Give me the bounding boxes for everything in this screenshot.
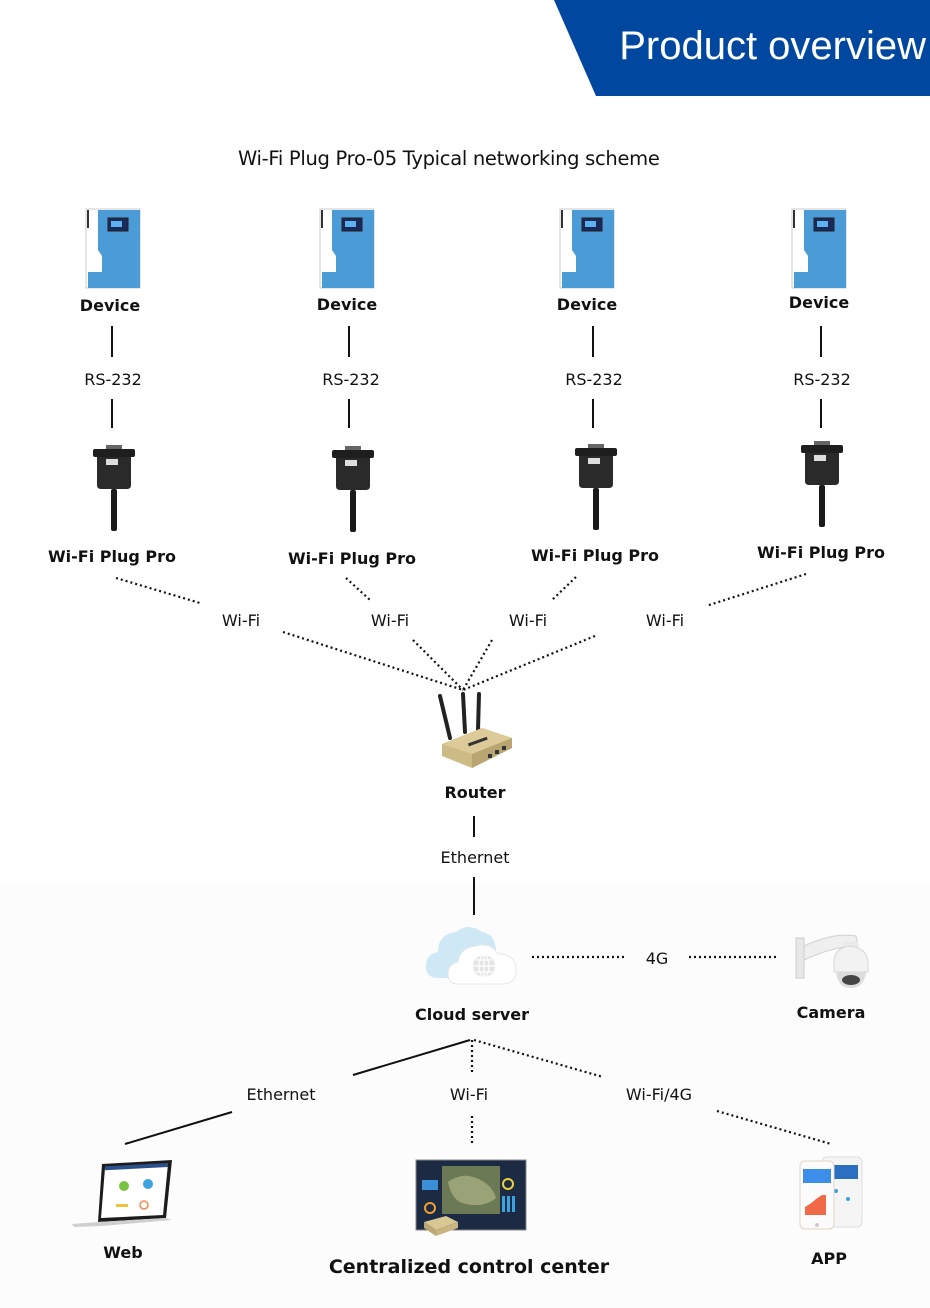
wifi-plug-pro-icon xyxy=(575,444,617,530)
wifi-label: Wi-Fi xyxy=(508,611,548,630)
ethernet-label: Ethernet xyxy=(246,1085,316,1104)
inverter-device-icon xyxy=(559,208,615,289)
wifi-label: Wi-Fi xyxy=(370,611,410,630)
inverter-device-icon xyxy=(791,208,847,289)
wifi-link xyxy=(115,576,201,605)
inverter-device-icon xyxy=(319,208,375,289)
wifi-link xyxy=(345,577,371,601)
ptz-camera-icon xyxy=(795,934,869,988)
wifi-label: Wi-Fi xyxy=(645,611,685,630)
camera-label: Camera xyxy=(796,1003,866,1022)
wifi-label: Wi-Fi xyxy=(449,1085,489,1104)
banner-shape xyxy=(554,0,930,96)
wifi-plug-label: Wi-Fi Plug Pro xyxy=(531,546,659,565)
device-label: Device xyxy=(556,295,618,314)
laptop-icon xyxy=(72,1160,172,1227)
wifi-plug-label: Wi-Fi Plug Pro xyxy=(757,543,885,562)
wifi-plug-label: Wi-Fi Plug Pro xyxy=(48,547,176,566)
router-label: Router xyxy=(444,783,506,802)
wifi-plug-label: Wi-Fi Plug Pro xyxy=(288,549,416,568)
web-label: Web xyxy=(103,1243,143,1262)
rs232-label: RS-232 xyxy=(793,370,851,389)
rs232-label: RS-232 xyxy=(322,370,380,389)
video-wall-icon xyxy=(415,1159,527,1236)
device-label: Device xyxy=(79,296,141,315)
wifi-link xyxy=(462,639,493,691)
wifi-4g-link xyxy=(473,1038,604,1079)
wifi-label: Wi-Fi xyxy=(221,611,261,630)
cloud-server-label: Cloud server xyxy=(414,1005,530,1024)
ethernet-line xyxy=(352,1039,471,1076)
4g-label: 4G xyxy=(645,949,669,968)
control-center-label: Centralized control center xyxy=(328,1256,610,1278)
wifi-link xyxy=(551,576,577,601)
wifi-plug-pro-icon xyxy=(332,446,374,532)
wifi-link xyxy=(412,639,464,691)
wifi-4g-link xyxy=(716,1109,832,1146)
device-label: Device xyxy=(788,293,850,312)
wifi-link xyxy=(282,630,464,692)
diagram-subtitle: Wi-Fi Plug Pro-05 Typical networking sch… xyxy=(238,147,660,170)
cloud-server-icon xyxy=(426,927,517,985)
wifi-plug-pro-icon xyxy=(93,445,135,531)
smartphone-app-icon xyxy=(799,1156,863,1230)
router-icon xyxy=(438,692,512,768)
wifi-4g-label: Wi-Fi/4G xyxy=(625,1085,693,1104)
wifi-link xyxy=(462,634,596,692)
device-label: Device xyxy=(316,295,378,314)
wifi-link xyxy=(705,572,807,608)
rs232-label: RS-232 xyxy=(84,370,142,389)
app-label: APP xyxy=(811,1249,847,1268)
ethernet-label: Ethernet xyxy=(440,848,510,867)
inverter-device-icon xyxy=(85,208,141,289)
banner-title: Product overview xyxy=(619,24,926,68)
wifi-plug-pro-icon xyxy=(801,441,843,527)
ethernet-line xyxy=(124,1111,233,1145)
header-banner: Product overview xyxy=(554,0,930,96)
rs232-label: RS-232 xyxy=(565,370,623,389)
